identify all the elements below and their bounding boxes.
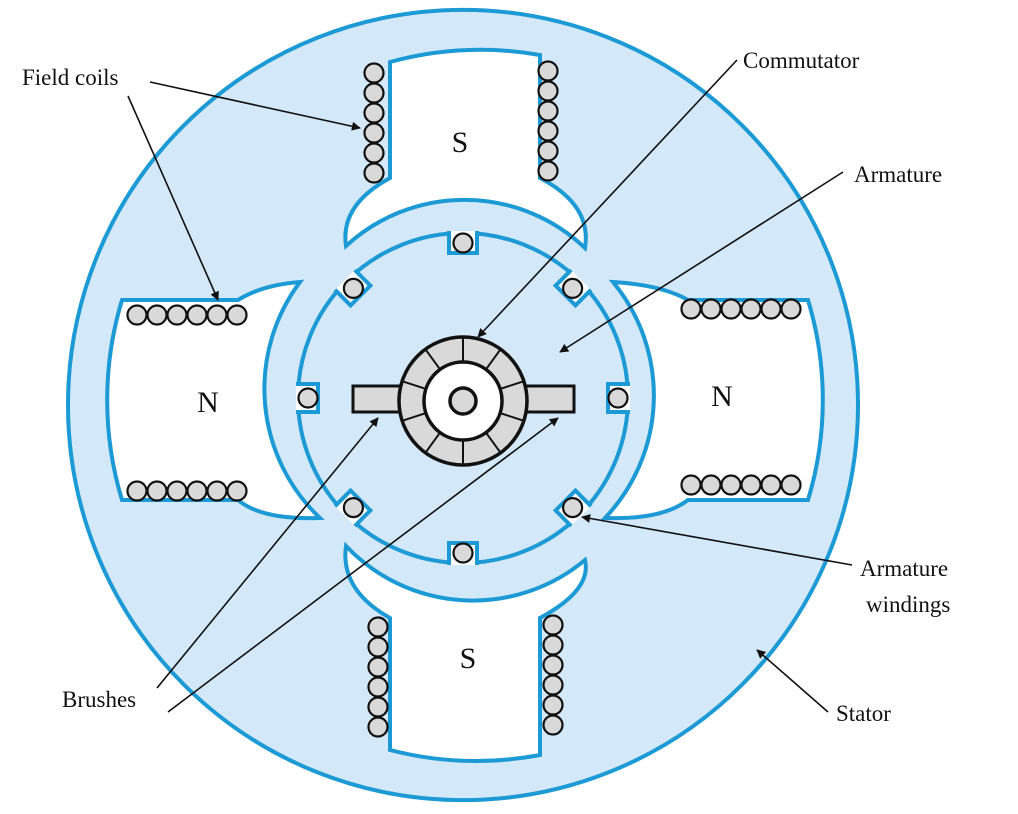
- pole-label-bottom: S: [460, 642, 477, 675]
- field-coil-bottom-right: [542, 714, 564, 736]
- label-brushes: Brushes: [62, 687, 136, 712]
- field-coil-right-lower: [740, 474, 762, 496]
- leader-lines: [127, 59, 853, 713]
- pole-label-top: S: [452, 126, 469, 159]
- field-coil-right-upper: [780, 298, 802, 320]
- field-coil-bottom-left: [367, 616, 389, 638]
- field-coil-right-lower: [680, 474, 702, 496]
- leader-stator: [756, 649, 829, 713]
- field-coil-right-lower: [760, 474, 782, 496]
- field-coil-right-upper: [680, 298, 702, 320]
- field-coil-left-lower: [126, 480, 148, 502]
- armature-winding: [562, 277, 584, 299]
- field-coil-right-upper: [760, 298, 782, 320]
- armature-slot: [447, 541, 479, 565]
- field-coil-bottom-left: [367, 676, 389, 698]
- field-coil-bottom-right: [542, 614, 564, 636]
- leader-armature-windings: [581, 513, 853, 566]
- armature-slot: [447, 231, 479, 255]
- field-coil-left-upper: [146, 304, 168, 326]
- label-commutator: Commutator: [743, 48, 860, 73]
- field-coil-left-upper: [166, 304, 188, 326]
- leader-armature: [559, 171, 844, 353]
- field-coil-right-lower: [700, 474, 722, 496]
- field-coil-left-lower: [146, 480, 168, 502]
- field-coil-bottom-right: [542, 674, 564, 696]
- commutator-segments: [401, 337, 525, 465]
- armature-slot: [333, 268, 374, 309]
- field-coil-bottom-right: [542, 694, 564, 716]
- leader-brushes-right: [167, 417, 559, 713]
- armature-winding: [297, 387, 319, 409]
- armature-slot: [333, 487, 374, 528]
- shaft: [448, 386, 478, 416]
- field-coil-top-right: [537, 80, 559, 102]
- armature-winding: [452, 542, 474, 564]
- commutator-segment-divider: [401, 380, 427, 390]
- label-stator: Stator: [836, 701, 891, 726]
- field-coil-left-lower: [186, 480, 208, 502]
- label-armature-windings-1: Armature: [860, 556, 948, 581]
- commutator-segment-divider: [424, 348, 441, 371]
- leader-field-coils-upper: [149, 81, 361, 131]
- label-armature-windings-2: windings: [866, 592, 950, 617]
- field-coil-top-right: [537, 60, 559, 82]
- armature-slot: [552, 268, 593, 309]
- field-coil-left-upper: [186, 304, 208, 326]
- field-coil-top-left: [363, 62, 385, 84]
- leader-brushes-left: [156, 417, 379, 689]
- field-coil-top-left: [363, 82, 385, 104]
- pole-label-left: N: [197, 386, 219, 419]
- armature-slots: [296, 231, 630, 565]
- field-coil-bottom-left: [367, 716, 389, 738]
- leader-commutator: [477, 59, 738, 338]
- field-coil-left-upper: [126, 304, 148, 326]
- armature-slot: [552, 487, 593, 528]
- field-coil-top-right: [537, 160, 559, 182]
- field-coil-right-upper: [740, 298, 762, 320]
- commutator-segment-divider: [485, 348, 502, 371]
- field-coil-right-lower: [780, 474, 802, 496]
- field-coil-top-right: [537, 140, 559, 162]
- pole-label-right: N: [711, 380, 733, 413]
- field-coil-top-left: [363, 162, 385, 184]
- field-coil-group: [126, 60, 802, 738]
- armature-winding: [342, 497, 364, 519]
- field-coil-top-left: [363, 122, 385, 144]
- armature-winding: [607, 387, 629, 409]
- field-coil-left-lower: [206, 480, 228, 502]
- commutator-segment-divider: [401, 412, 427, 422]
- field-coil-left-upper: [226, 304, 248, 326]
- field-coil-right-upper: [720, 298, 742, 320]
- armature-winding: [562, 497, 584, 519]
- field-coil-top-left: [363, 102, 385, 124]
- field-coil-bottom-left: [367, 696, 389, 718]
- field-coil-left-upper: [206, 304, 228, 326]
- label-armature: Armature: [854, 162, 942, 187]
- field-coil-bottom-right: [542, 634, 564, 656]
- armature-slot: [606, 382, 630, 414]
- field-coil-left-lower: [166, 480, 188, 502]
- field-coil-bottom-right: [542, 654, 564, 676]
- label-field-coils: Field coils: [22, 65, 119, 90]
- field-coil-bottom-left: [367, 656, 389, 678]
- field-coil-right-upper: [700, 298, 722, 320]
- armature-slot: [296, 382, 320, 414]
- field-coil-left-lower: [226, 480, 248, 502]
- armature-winding: [452, 232, 474, 254]
- leader-field-coils-lower: [127, 95, 219, 301]
- field-coil-top-right: [537, 100, 559, 122]
- armature-winding: [342, 277, 364, 299]
- commutator-segment-divider: [485, 431, 502, 454]
- field-coil-bottom-left: [367, 636, 389, 658]
- commutator-segment-divider: [499, 412, 525, 422]
- field-coil-top-left: [363, 142, 385, 164]
- field-coil-right-lower: [720, 474, 742, 496]
- field-coil-top-right: [537, 120, 559, 142]
- commutator-segment-divider: [499, 380, 525, 390]
- commutator-segment-divider: [424, 431, 441, 454]
